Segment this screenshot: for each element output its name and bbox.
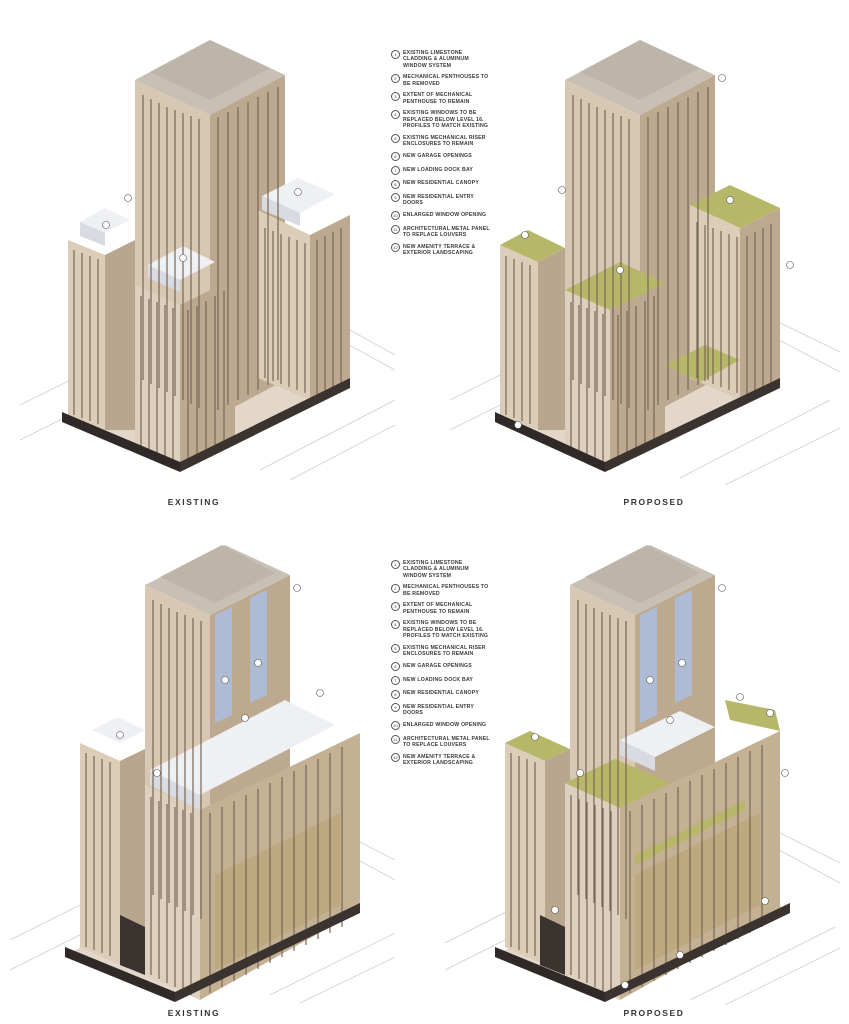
legend-number: 2 bbox=[391, 73, 400, 83]
street-lines bbox=[9, 836, 396, 1004]
legend-number: 6 bbox=[391, 662, 400, 672]
legend-text: ENLARGED WINDOW OPENING bbox=[403, 721, 487, 728]
legend-number: 11 bbox=[391, 225, 400, 235]
callouts-proposed-top bbox=[514, 74, 794, 429]
legend-number: 11 bbox=[391, 735, 400, 745]
legend-number: 3 bbox=[391, 601, 400, 611]
legend-number: 7 bbox=[391, 166, 400, 175]
proposed-drawing-bottom bbox=[444, 545, 841, 1005]
legend-text: NEW LOADING DOCK BAY bbox=[403, 166, 474, 173]
legend-number: 9 bbox=[391, 193, 400, 203]
legend-text: NEW AMENITY TERRACE & EXTERIOR LANDSCAPI… bbox=[403, 753, 476, 766]
street-lines bbox=[444, 832, 841, 1005]
legend-text: EXISTING MECHANICAL RISER ENCLOSURES TO … bbox=[403, 134, 486, 148]
legend-text: EXISTING WINDOWS TO BE REPLACED BELOW LE… bbox=[403, 620, 489, 640]
legend-text: EXISTING LIMESTONE CLADDING & ALUMINUM W… bbox=[403, 560, 469, 579]
caption-proposed-top: PROPOSED bbox=[623, 497, 685, 507]
legend-number: 5 bbox=[391, 134, 400, 144]
caption-existing-bottom: EXISTING bbox=[167, 1008, 221, 1018]
legend-text: NEW GARAGE OPENINGS bbox=[403, 662, 472, 669]
legend-number: 8 bbox=[391, 689, 400, 699]
legend-number: 1 bbox=[391, 49, 400, 59]
legend-text: ARCHITECTURAL METAL PANEL TO REPLACE LOU… bbox=[403, 225, 490, 238]
caption-existing-top: EXISTING bbox=[167, 497, 221, 507]
existing-drawing-top bbox=[19, 40, 396, 481]
building-existing-bottom bbox=[65, 545, 360, 1002]
legend-number: 6 bbox=[391, 152, 400, 162]
legend-number: 7 bbox=[391, 676, 400, 685]
legend-number: 10 bbox=[391, 721, 400, 731]
existing-drawing-bottom bbox=[9, 545, 396, 1004]
legend-number: 10 bbox=[391, 211, 400, 221]
legend-number: 4 bbox=[391, 109, 400, 119]
legend-number: 4 bbox=[391, 619, 400, 629]
legend-text: MECHANICAL PENTHOUSES TO BE REMOVED bbox=[403, 584, 489, 597]
legend-text: EXISTING WINDOWS TO BE REPLACED BELOW LE… bbox=[403, 110, 489, 130]
legend-text: NEW RESIDENTIAL ENTRY DOORS bbox=[403, 193, 474, 207]
legend-number: 3 bbox=[391, 91, 400, 101]
legend-text: NEW AMENITY TERRACE & EXTERIOR LANDSCAPI… bbox=[403, 243, 476, 256]
legend-text: EXISTING LIMESTONE CLADDING & ALUMINUM W… bbox=[403, 50, 469, 69]
caption-proposed-bottom: PROPOSED bbox=[623, 1008, 685, 1018]
legend-text: NEW GARAGE OPENINGS bbox=[403, 152, 472, 159]
legend-number: 2 bbox=[391, 583, 400, 593]
legend-text: NEW RESIDENTIAL ENTRY DOORS bbox=[403, 703, 474, 717]
legend-text: EXTENT OF MECHANICAL PENTHOUSE TO REMAIN bbox=[403, 92, 473, 105]
building-existing-top bbox=[62, 40, 350, 472]
legend-number: 9 bbox=[391, 703, 400, 713]
legend-number: 5 bbox=[391, 644, 400, 654]
building-proposed-top bbox=[495, 40, 780, 472]
building-proposed-bottom bbox=[495, 545, 790, 1002]
callouts-proposed-bottom bbox=[531, 584, 789, 989]
legend-text: NEW RESIDENTIAL CANOPY bbox=[403, 180, 480, 187]
legend-number: 1 bbox=[391, 559, 400, 569]
legend-text: NEW LOADING DOCK BAY bbox=[403, 676, 474, 683]
legend-number: 12 bbox=[391, 753, 400, 763]
proposed-drawing-top bbox=[449, 40, 841, 486]
legend-text: EXISTING MECHANICAL RISER ENCLOSURES TO … bbox=[403, 644, 486, 658]
legend-text: MECHANICAL PENTHOUSES TO BE REMOVED bbox=[403, 74, 489, 87]
street-lines bbox=[449, 317, 841, 486]
legend-number: 8 bbox=[391, 179, 400, 189]
legend-text: EXTENT OF MECHANICAL PENTHOUSE TO REMAIN bbox=[403, 602, 473, 615]
legend-text: ARCHITECTURAL METAL PANEL TO REPLACE LOU… bbox=[403, 735, 490, 748]
legend-number: 12 bbox=[391, 243, 400, 253]
callouts-existing-bottom bbox=[116, 584, 324, 777]
callouts-existing-top bbox=[102, 188, 302, 262]
legend-text: ENLARGED WINDOW OPENING bbox=[403, 211, 487, 218]
legend-text: NEW RESIDENTIAL CANOPY bbox=[403, 690, 480, 697]
